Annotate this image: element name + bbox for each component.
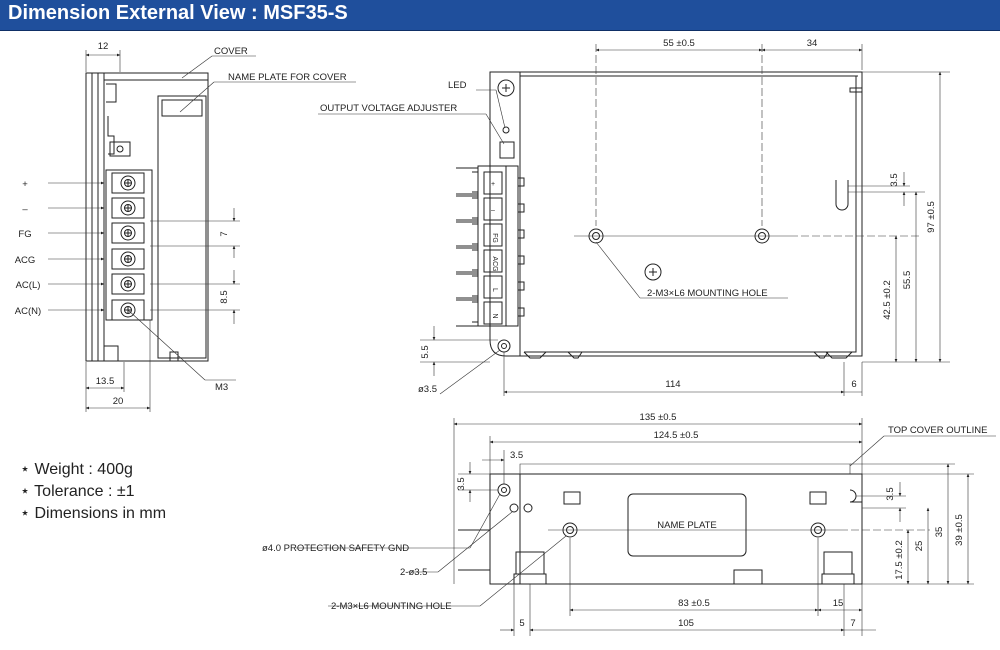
terminal-label-acg: ACG: [15, 255, 36, 266]
output-voltage-adjuster-label: OUTPUT VOLTAGE ADJUSTER: [320, 103, 457, 114]
dim-97: 97 ±0.5: [926, 201, 937, 233]
dim-20: 20: [113, 396, 124, 407]
m3-label: M3: [215, 382, 228, 393]
front-term-l: L: [491, 288, 498, 292]
bottom-view: NAME PLATE 135 ±0.5 124.5 ±0.5 TOP COVER…: [262, 412, 996, 636]
name-plate-label: NAME PLATE: [657, 520, 716, 531]
dim-6: 6: [851, 379, 856, 390]
dim-3-5-right: 3.5: [885, 487, 896, 500]
holes-3-5-label: 2-ø3.5: [400, 567, 427, 578]
dim-114: 114: [665, 379, 680, 390]
terminal-label-fg: FG: [18, 229, 31, 240]
dim-12: 12: [98, 41, 109, 52]
bottom-mounting-hole-label: 2-M3×L6 MOUNTING HOLE: [331, 601, 452, 612]
dim-39: 39 ±0.5: [954, 514, 965, 546]
front-term-minus: –: [491, 207, 495, 214]
dim-34: 34: [807, 38, 818, 49]
front-term-fg: FG: [491, 233, 498, 243]
dim-55: 55 ±0.5: [663, 38, 695, 49]
protection-gnd-label: ø4.0 PROTECTION SAFETY GND: [262, 543, 409, 554]
front-view: + – FG ACG L N 55 ±0.5 34 LED OUTPUT VOL…: [318, 38, 950, 396]
dim-7-bottom: 7: [850, 618, 855, 629]
name-plate-for-cover-label: NAME PLATE FOR COVER: [228, 72, 347, 83]
front-terminals: [456, 167, 525, 327]
dim-42-5: 42.5 ±0.2: [882, 280, 893, 320]
front-term-n: N: [491, 313, 498, 318]
dimensions-note: ⋆ Dimensions in mm: [20, 505, 166, 522]
dim-55-5: 55.5: [902, 271, 913, 290]
front-mounting-hole-label: 2-M3×L6 MOUNTING HOLE: [647, 288, 768, 299]
dim-17-5: 17.5 ±0.2: [894, 540, 905, 580]
dim-135: 135 ±0.5: [640, 412, 677, 423]
tolerance-note: ⋆ Tolerance : ±1: [20, 483, 135, 500]
dim-15: 15: [833, 598, 844, 609]
dim-105: 105: [678, 618, 694, 629]
terminal-label-acn: AC(N): [15, 306, 41, 317]
dim-124-5: 124.5 ±0.5: [654, 430, 699, 441]
title-bar: Dimension External View : MSF35-S: [0, 0, 1000, 31]
phi-3-5: ø3.5: [418, 384, 437, 395]
dim-8-5: 8.5: [219, 290, 230, 303]
dim-3-5-front: 3.5: [889, 173, 900, 186]
dim-83: 83 ±0.5: [678, 598, 710, 609]
front-term-acg: ACG: [491, 256, 498, 271]
led-label: LED: [448, 80, 467, 91]
dim-35: 35: [934, 527, 945, 538]
dim-5-5: 5.5: [420, 345, 431, 358]
notes: ⋆ Weight : 400g ⋆ Tolerance : ±1 ⋆ Dimen…: [20, 461, 166, 522]
dim-5: 5: [519, 618, 524, 629]
terminal-label-acl: AC(L): [16, 280, 41, 291]
top-cover-outline-label: TOP COVER OUTLINE: [888, 425, 987, 436]
front-mounting-holes: [588, 228, 770, 281]
dim-7-side: 7: [219, 231, 230, 236]
terminal-label-minus: –: [22, 204, 28, 215]
dim-13-5: 13.5: [96, 376, 115, 387]
dim-3-5-top: 3.5: [510, 450, 523, 461]
dim-3-5-left: 3.5: [456, 477, 467, 490]
terminal-label-plus: +: [22, 179, 28, 190]
cover-label: COVER: [214, 46, 248, 57]
page-title: Dimension External View : MSF35-S: [8, 2, 348, 24]
front-term-plus: +: [491, 181, 495, 188]
weight-note: ⋆ Weight : 400g: [20, 461, 133, 478]
side-view: + – FG ACG AC(L) AC(N) 12 COVER NAME PLA…: [15, 41, 356, 412]
terminal-screws: [111, 172, 145, 321]
dim-25: 25: [914, 541, 925, 552]
